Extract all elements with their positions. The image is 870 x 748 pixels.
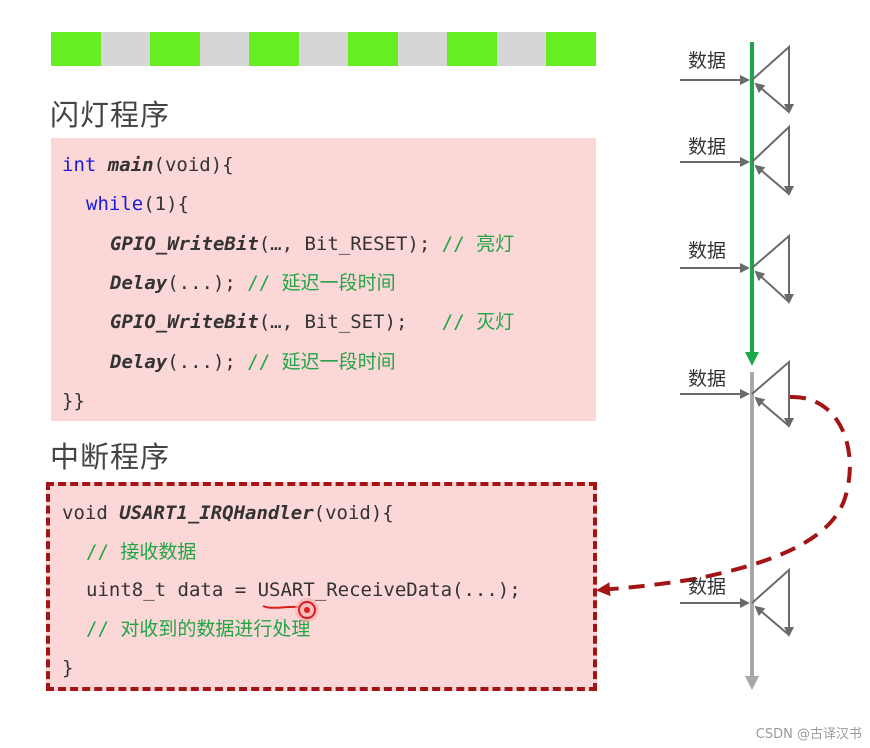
code-line: }} <box>62 390 85 412</box>
code-text: } <box>62 656 74 679</box>
code-line: } <box>62 657 73 679</box>
code-text: (…, Bit_RESET); <box>258 232 442 255</box>
code-line: void USART1_IRQHandler(void){ <box>62 502 394 524</box>
code-line: int main(void){ <box>62 154 234 176</box>
led-off-segment <box>496 32 547 66</box>
code-comment: // 延迟一段时间 <box>247 271 396 294</box>
code-text: (1){ <box>143 193 189 216</box>
code-comment: // 对收到的数据进行处理 <box>86 618 311 641</box>
code-text: (void){ <box>313 502 394 524</box>
interrupt-jump-arrow <box>596 394 852 597</box>
data-label-5: 数据 <box>688 576 727 598</box>
code-line: Delay(...); // 延迟一段时间 <box>110 272 396 294</box>
data-input-5 <box>680 567 794 637</box>
code-function-name: main <box>107 154 154 176</box>
code-line: GPIO_WriteBit(…, Bit_SET); // 灭灯 <box>110 311 514 333</box>
cursor-highlight-icon <box>262 598 319 622</box>
code-function-name: GPIO_WriteBit <box>110 311 259 334</box>
code-text: (...); <box>167 271 248 294</box>
watermark: CSDN @古译汉书 <box>755 727 862 742</box>
led-off-segment <box>100 32 151 66</box>
code-function-name: GPIO_WriteBit <box>110 232 259 255</box>
led-on-segment <box>348 32 398 66</box>
code-text: uint8_t data = USART_ReceiveData(...); <box>86 579 521 602</box>
code-comment: // 灭灯 <box>441 311 515 334</box>
code-keyword: int <box>62 154 108 176</box>
led-on-segment <box>447 32 497 66</box>
data-label-2: 数据 <box>688 136 727 158</box>
code-text: (…, Bit_SET); <box>258 311 442 334</box>
led-on-segment <box>546 32 597 66</box>
led-blink-strip <box>51 32 597 66</box>
code-text: (void){ <box>153 154 234 176</box>
code-text: }} <box>62 389 85 412</box>
code-comment: // 亮灯 <box>441 232 515 255</box>
code-line: // 对收到的数据进行处理 <box>86 618 310 640</box>
code-line: GPIO_WriteBit(…, Bit_RESET); // 亮灯 <box>110 233 514 255</box>
interrupt-program-code-box: void USART1_IRQHandler(void){ // 接收数据 uint… <box>46 482 597 691</box>
data-input-2 <box>680 124 794 196</box>
main-program-title: 闪灯程序 <box>50 98 171 132</box>
code-function-name: Delay <box>110 350 168 373</box>
main-program-code-box: int main(void){while(1){GPIO_WriteBit(…,… <box>51 138 596 421</box>
code-line: while(1){ <box>86 193 189 215</box>
led-on-segment <box>150 32 200 66</box>
code-line: uint8_t data = USART_ReceiveData(...); <box>86 579 521 601</box>
led-on-segment <box>249 32 299 66</box>
data-input-1 <box>680 44 794 114</box>
code-line: Delay(...); // 延迟一段时间 <box>110 351 396 373</box>
code-keyword: while <box>86 193 144 216</box>
code-text: (...); <box>167 350 248 373</box>
code-text: void <box>62 502 120 524</box>
led-off-segment <box>298 32 349 66</box>
code-comment: // 延迟一段时间 <box>247 350 396 373</box>
code-function-name: USART1_IRQHandler <box>119 502 314 524</box>
code-line: // 接收数据 <box>86 541 196 563</box>
data-input-4 <box>680 359 794 428</box>
data-input-3 <box>680 233 794 304</box>
code-comment: // 接收数据 <box>86 540 197 563</box>
data-label-1: 数据 <box>688 50 727 72</box>
data-label-4: 数据 <box>688 368 727 390</box>
led-off-segment <box>199 32 250 66</box>
led-off-segment <box>397 32 448 66</box>
code-function-name: Delay <box>110 271 168 294</box>
led-on-segment <box>51 32 101 66</box>
data-label-3: 数据 <box>688 240 727 262</box>
interrupt-program-title: 中断程序 <box>50 440 171 474</box>
